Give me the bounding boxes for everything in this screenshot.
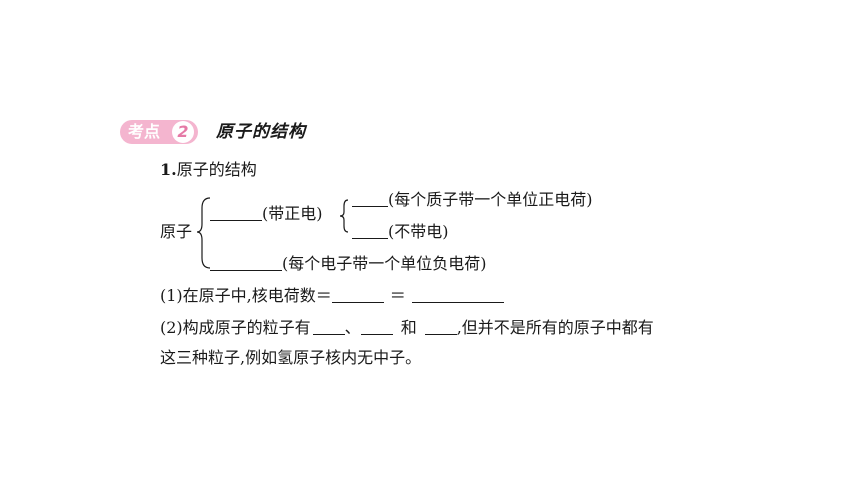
neutron-row: (不带电) bbox=[352, 222, 449, 242]
section-title: 原子的结构 bbox=[216, 122, 306, 142]
badge-label: 考点 bbox=[128, 122, 161, 141]
q1-equals: ＝ bbox=[389, 286, 406, 305]
q1-blank-1[interactable] bbox=[331, 286, 384, 303]
q2-blank-3[interactable] bbox=[424, 318, 457, 335]
item-number: 1. bbox=[160, 160, 177, 179]
diagram-root-label: 原子 bbox=[160, 222, 193, 241]
item-heading: 1.原子的结构 bbox=[160, 160, 257, 180]
q2-line-2: 这三种粒子,例如氢原子核内无中子。 bbox=[160, 348, 422, 367]
nucleus-row: (带正电) bbox=[210, 204, 323, 224]
q2-blank-1[interactable] bbox=[312, 318, 345, 335]
item-title: 原子的结构 bbox=[176, 160, 257, 179]
electron-row: (每个电子带一个单位负电荷) bbox=[210, 254, 487, 274]
bracket-lines bbox=[196, 197, 349, 269]
q2-sep2: 和 bbox=[400, 318, 417, 337]
nucleus-label: (带正电) bbox=[262, 204, 323, 223]
q2-blank-2[interactable] bbox=[360, 318, 393, 335]
proton-blank[interactable] bbox=[352, 190, 388, 207]
section-badge: 考点 2 bbox=[120, 120, 198, 144]
electron-blank[interactable] bbox=[210, 254, 282, 271]
proton-label: (每个质子带一个单位正电荷) bbox=[388, 190, 593, 209]
question-2: (2)构成原子的粒子有 、 和 ,但并不是所有的原子中都有 bbox=[160, 318, 654, 338]
electron-label: (每个电子带一个单位负电荷) bbox=[282, 254, 487, 273]
q1-blank-2[interactable] bbox=[411, 286, 504, 303]
nucleus-blank[interactable] bbox=[210, 204, 262, 221]
neutron-label: (不带电) bbox=[388, 222, 449, 241]
q2-sep1: 、 bbox=[344, 318, 361, 337]
q2-prefix: (2)构成原子的粒子有 bbox=[160, 318, 311, 337]
q2-suffix: ,但并不是所有的原子中都有 bbox=[456, 318, 654, 337]
question-1: (1)在原子中,核电荷数＝ ＝ bbox=[160, 286, 504, 306]
neutron-blank[interactable] bbox=[352, 222, 388, 239]
proton-row: (每个质子带一个单位正电荷) bbox=[352, 190, 593, 210]
badge-number: 2 bbox=[172, 121, 194, 143]
q1-text: (1)在原子中,核电荷数＝ bbox=[160, 286, 332, 305]
